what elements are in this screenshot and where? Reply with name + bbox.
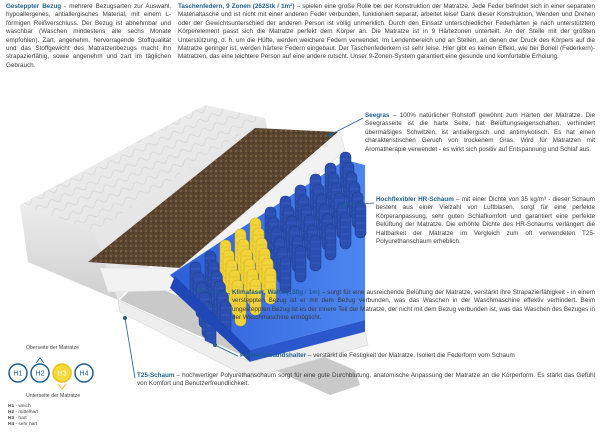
pocket-spring: [264, 267, 277, 305]
arrow-down-icon: [57, 383, 67, 390]
pocket-spring: [234, 289, 247, 327]
polster-text: – verstärkt die Festigkeit der Matratze.…: [306, 352, 515, 359]
hardness-icon-label: H2: [36, 371, 45, 378]
pocket-spring: [279, 256, 292, 294]
section-hr-foam: Hochflexibler HR-Schaum – mit einer Dich…: [376, 196, 595, 246]
pocket-spring: [294, 245, 307, 283]
section-t25-foam: T25-Schaum – hochwertiger Polyurethansch…: [137, 372, 595, 389]
section-seagrass: Seegras – 100% natürlicher Rohstoff gewö…: [365, 112, 595, 154]
seagrass-text: – 100% natürlicher Rohstoff gewöhnt zum …: [365, 112, 595, 153]
section-cover: Gesteppter Bezug - mehrere Bezugsarten z…: [6, 3, 171, 70]
callout-lines: [123, 117, 375, 379]
hardness-icon-label: H3: [58, 371, 67, 378]
hardness-icon-h2: [30, 363, 50, 383]
klima-text: – sorgt für eine ausreichende Belüftung …: [232, 289, 596, 322]
section-polster: Polsterabstandshalter – verstärkt die Fe…: [240, 352, 595, 360]
bottom-foam: [117, 299, 369, 379]
cover-heading: Gesteppter Bezug: [6, 3, 62, 10]
hardness-list: H1 - weich H2 - mittelhart H3 - hart H4 …: [8, 404, 38, 428]
hardness-list-item: H3 - hart: [8, 416, 27, 421]
seagrass-heading: Seegras: [365, 112, 390, 119]
section-springs: Taschenfedern, 9 Zonen (262Stk / 1m²) – …: [178, 3, 595, 62]
hardness-icon-label: H1: [14, 371, 23, 378]
pocket-springs: [189, 151, 367, 349]
polster-heading: Polsterabstandshalter: [240, 352, 307, 359]
hardness-icon-h1: [8, 363, 28, 383]
hardness-icons: H1 H2 H3 H4: [8, 357, 94, 390]
pocket-spring: [249, 278, 262, 316]
springs-text: – spielen eine große Rolle bei der Konst…: [178, 3, 595, 61]
legend-top-caption: Oberseite der Matratze: [26, 345, 80, 351]
hr-text: – mit einer Dichte von 35 kg/m³ - dieser…: [376, 196, 596, 246]
hardness-icon-label: H4: [80, 371, 89, 378]
hardness-list-item: H1 - weich: [8, 404, 31, 409]
t25-heading: T25-Schaum: [137, 372, 175, 379]
hardness-list-item: H4 - sehr hart: [8, 422, 38, 427]
hr-heading: Hochflexibler HR-Schaum: [376, 196, 454, 203]
springs-heading: Taschenfedern, 9 Zonen (262Stk / 1m²): [178, 3, 295, 10]
pocket-spring: [354, 201, 367, 239]
t25-text: – hochwertiger Polyurethanschaum sorgt f…: [137, 372, 595, 388]
hardness-legend: Oberseite der Matratze H1 H2 H3 H4 Untersei…: [4, 345, 104, 433]
hardness-list-item: H2 - mittelhart: [8, 410, 39, 415]
pocket-spring: [309, 234, 322, 272]
arrow-up-icon: [35, 357, 45, 364]
pocket-spring: [339, 212, 352, 250]
polster-front: [170, 276, 365, 362]
klima-heading: Klimafaser, Watte (150g / 1m): [232, 289, 320, 296]
hardness-icon-h3: [52, 363, 72, 383]
legend-bottom-caption: Unterseite der Matratze: [26, 393, 81, 399]
cover-text: - mehrere Bezugsarten zur Auswahl, hypoa…: [6, 3, 171, 69]
section-klimafaser: Klimafaser, Watte (150g / 1m) – sorgt fü…: [232, 289, 595, 323]
seagrass-layer: [88, 128, 338, 268]
pocket-spring: [324, 223, 337, 261]
hardness-icon-h4: [74, 363, 94, 383]
